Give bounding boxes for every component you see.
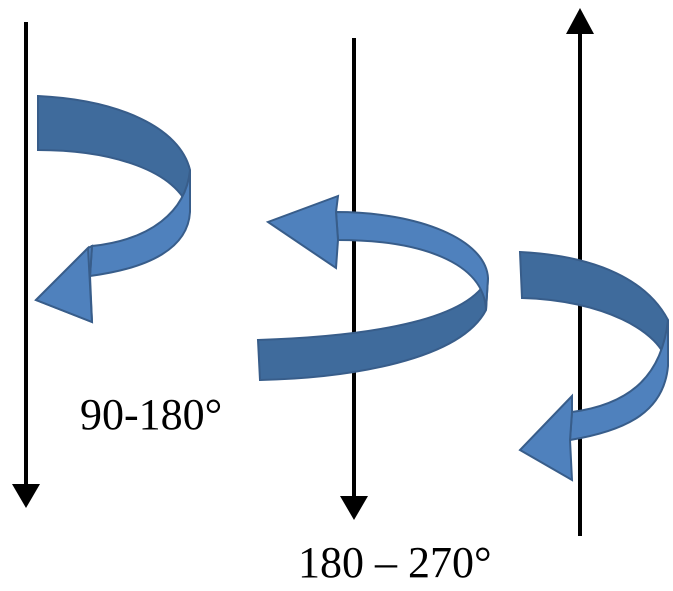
left-rotation-arrow [36,96,190,322]
center-axis [340,38,368,520]
left-axis [12,22,40,508]
angle-label-90-180: 90-180° [80,393,222,437]
angle-label-180-270: 180 – 270° [298,541,492,585]
center-rotation-arrow [258,196,488,380]
right-rotation-arrow [520,252,668,480]
